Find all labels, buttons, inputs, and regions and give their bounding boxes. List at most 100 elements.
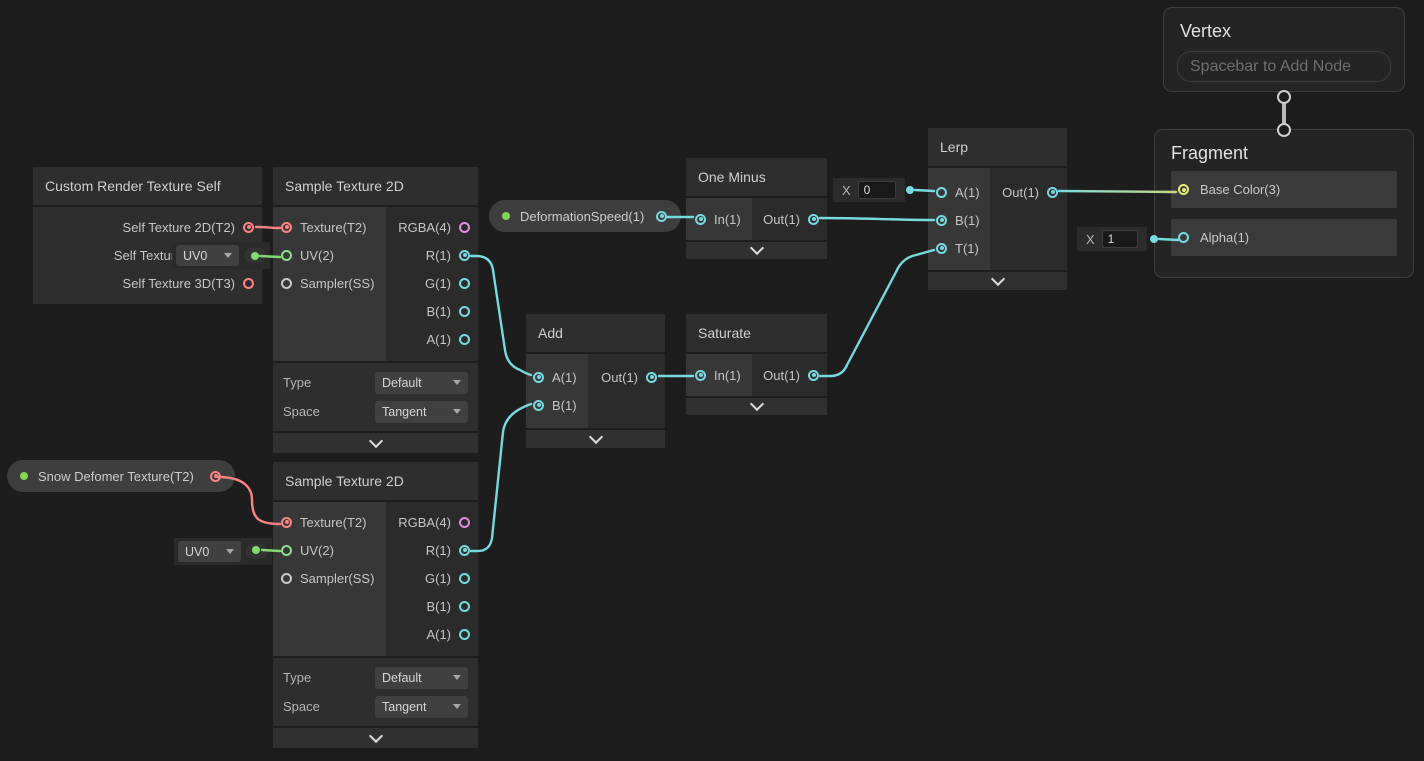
port-b-output[interactable] xyxy=(459,305,470,317)
node-custom-render-texture-self[interactable]: Custom Render Texture Self Self Texture … xyxy=(33,167,262,304)
port-r-output[interactable] xyxy=(459,249,470,261)
port-label: Alpha(1) xyxy=(1200,230,1250,245)
port-label: Self Texture 3D(T3) xyxy=(122,275,235,291)
port-row: Self Texture 3D(T3) xyxy=(33,269,262,297)
property-dot-icon xyxy=(20,472,28,480)
collapse-button[interactable] xyxy=(526,429,665,448)
port-self-texture-2d[interactable] xyxy=(243,221,254,233)
wire-lerp-a-default[interactable] xyxy=(913,188,936,193)
port-g-output[interactable] xyxy=(459,277,470,289)
space-dropdown[interactable]: Tangent xyxy=(375,400,468,423)
port-label: R(1) xyxy=(425,542,451,558)
link-handle-top-icon[interactable] xyxy=(1277,90,1291,104)
port-label: B(1) xyxy=(552,397,577,413)
port-label: A(1) xyxy=(552,369,577,385)
port-in[interactable] xyxy=(695,369,706,381)
type-dropdown[interactable]: Default xyxy=(375,371,468,394)
caret-down-icon xyxy=(453,409,461,414)
property-label: DeformationSpeed(1) xyxy=(520,208,645,224)
port-label: RGBA(4) xyxy=(398,514,451,530)
port-label: Out(1) xyxy=(1002,184,1039,200)
spacebar-add-node-hint[interactable]: Spacebar to Add Node xyxy=(1177,51,1391,82)
port-texture-input[interactable] xyxy=(281,516,292,528)
property-node-deformation-speed[interactable]: DeformationSpeed(1) xyxy=(489,200,681,232)
collapse-button[interactable] xyxy=(273,728,478,748)
collapse-button[interactable] xyxy=(273,433,478,453)
caret-down-icon xyxy=(453,704,461,709)
node-saturate[interactable]: Saturate In(1) Out(1) xyxy=(686,314,827,415)
wire-oneminus-out-to-lerp-b[interactable] xyxy=(818,216,936,222)
port-out[interactable] xyxy=(808,369,819,381)
port-in[interactable] xyxy=(695,213,706,225)
wire-sample1-r-to-add-a[interactable] xyxy=(469,254,533,377)
node-one-minus[interactable]: One Minus In(1) Out(1) xyxy=(686,158,827,259)
node-vertex-stack[interactable]: Vertex Spacebar to Add Node xyxy=(1163,7,1405,92)
lerp-a-value-input[interactable] xyxy=(857,181,896,199)
port-rgba-output[interactable] xyxy=(459,221,470,233)
port-texture-input[interactable] xyxy=(281,221,292,233)
port-label: In(1) xyxy=(714,367,741,383)
port-label: T(1) xyxy=(955,240,979,256)
port-label: Out(1) xyxy=(601,369,638,385)
port-a[interactable] xyxy=(936,186,947,198)
port-label: Out(1) xyxy=(763,211,800,227)
collapse-button[interactable] xyxy=(686,240,827,259)
port-uv-input[interactable] xyxy=(281,249,292,261)
node-lerp[interactable]: Lerp A(1) B(1) T(1) Out(1) xyxy=(928,128,1067,290)
space-dropdown[interactable]: Tangent xyxy=(375,695,468,718)
wire-uv0-to-sample2-uv[interactable] xyxy=(260,548,282,553)
port-b[interactable] xyxy=(533,399,544,411)
caret-down-icon xyxy=(453,380,461,385)
uv-channel-dropdown[interactable]: UV0 xyxy=(176,245,239,266)
port-a[interactable] xyxy=(533,371,544,383)
wire-saturate-out-to-lerp-t[interactable] xyxy=(818,248,936,378)
port-sampler-input[interactable] xyxy=(281,277,292,289)
node-sample-texture-2d-1[interactable]: Sample Texture 2D Texture(T2) UV(2) Samp… xyxy=(273,167,478,453)
collapse-button[interactable] xyxy=(928,271,1067,290)
port-label: UV(2) xyxy=(300,247,334,263)
wire-alpha-default[interactable] xyxy=(1157,237,1180,242)
port-label: RGBA(4) xyxy=(398,219,451,235)
port-g-output[interactable] xyxy=(459,572,470,584)
port-label: Out(1) xyxy=(763,367,800,383)
node-fragment-stack[interactable]: Fragment Base Color(3) Alpha(1) xyxy=(1154,129,1414,278)
wire-sample2-r-to-add-b[interactable] xyxy=(469,402,533,553)
port-self-texture-3d[interactable] xyxy=(243,277,254,289)
property-node-snow-deformer-texture[interactable]: Snow Defomer Texture(T2) xyxy=(7,460,235,492)
port-rgba-output[interactable] xyxy=(459,516,470,528)
fragment-alpha-row[interactable]: Alpha(1) xyxy=(1171,219,1397,256)
port-r-output[interactable] xyxy=(459,544,470,556)
port-label: B(1) xyxy=(426,598,451,614)
port-b[interactable] xyxy=(936,214,947,226)
port-alpha[interactable] xyxy=(1178,232,1189,243)
port-label: B(1) xyxy=(955,212,980,228)
node-sample-texture-2d-2[interactable]: Sample Texture 2D Texture(T2) UV(2) Samp… xyxy=(273,462,478,748)
port-uv-input[interactable] xyxy=(281,544,292,556)
node-title: Fragment xyxy=(1171,143,1249,163)
port-out[interactable] xyxy=(646,371,657,383)
alpha-value-input[interactable] xyxy=(1101,230,1138,248)
port-sampler-input[interactable] xyxy=(281,572,292,584)
caret-down-icon xyxy=(224,253,232,258)
port-out[interactable] xyxy=(1047,186,1058,198)
port-out[interactable] xyxy=(808,213,819,225)
wire-snowdeformer-to-sample2-texture[interactable] xyxy=(216,475,282,526)
uv-channel-control-sample2: UV0 xyxy=(174,538,272,565)
wire-selftexture2d-to-sample1-texture[interactable] xyxy=(254,225,282,230)
collapse-button[interactable] xyxy=(686,396,827,415)
port-t[interactable] xyxy=(936,242,947,254)
node-title: Sample Texture 2D xyxy=(273,167,478,205)
port-base-color[interactable] xyxy=(1178,184,1189,195)
uv-channel-dropdown[interactable]: UV0 xyxy=(178,541,241,562)
node-add[interactable]: Add A(1) B(1) Out(1) xyxy=(526,314,665,448)
property-dot-icon xyxy=(502,212,510,220)
wire-lerp-out-to-base-color[interactable] xyxy=(1057,189,1178,194)
lerp-a-default-value: X xyxy=(833,178,905,202)
port-b-output[interactable] xyxy=(459,600,470,612)
fragment-base-color-row[interactable]: Base Color(3) xyxy=(1171,171,1397,208)
wire-uv0-to-sample1-uv[interactable] xyxy=(258,254,282,259)
port-a-output[interactable] xyxy=(459,628,470,640)
type-dropdown[interactable]: Default xyxy=(375,666,468,689)
port-label: In(1) xyxy=(714,211,741,227)
port-a-output[interactable] xyxy=(459,333,470,345)
